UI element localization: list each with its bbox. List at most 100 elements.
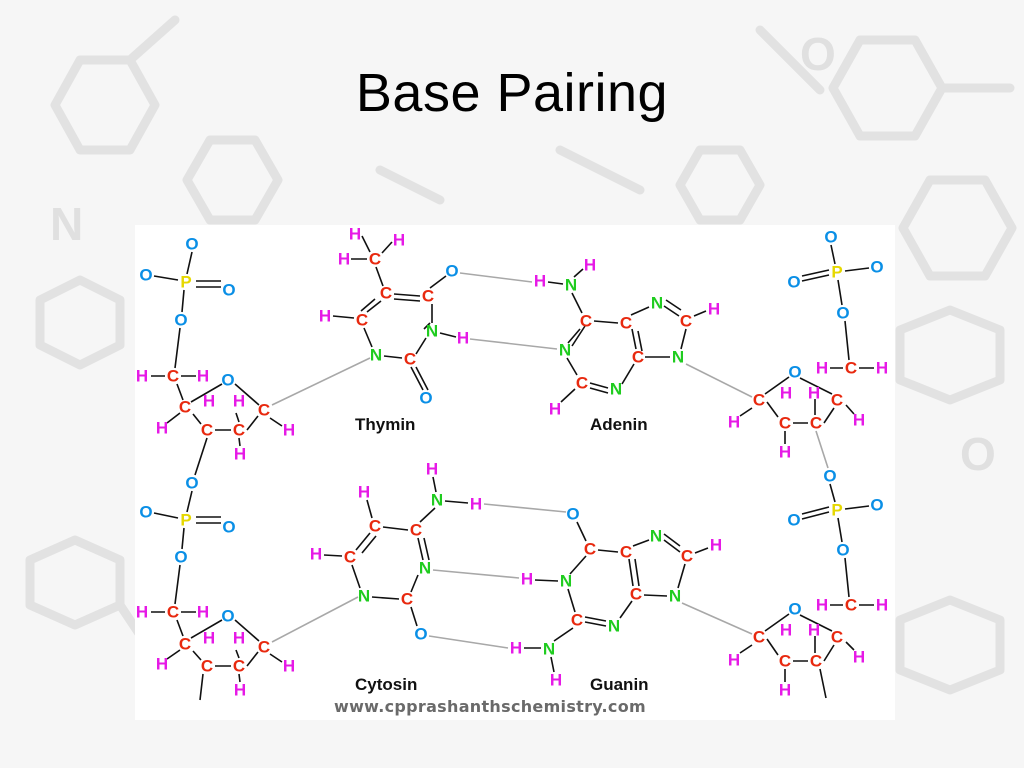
- atom-o: O: [221, 607, 234, 626]
- atom-n: N: [651, 294, 663, 313]
- atom-n: N: [370, 346, 382, 365]
- atom-o: O: [174, 548, 187, 567]
- atom-c: C: [753, 391, 765, 410]
- atom-h: H: [780, 621, 792, 640]
- atom-h: H: [876, 596, 888, 615]
- atom-n: N: [610, 380, 622, 399]
- source-watermark: www.cpprashanthschemistry.com: [334, 697, 646, 716]
- atom-c: C: [179, 398, 191, 417]
- atom-o: O: [185, 235, 198, 254]
- atom-c: C: [233, 421, 245, 440]
- atom-n: N: [669, 587, 681, 606]
- atom-h: H: [358, 483, 370, 502]
- atom-c: C: [580, 312, 592, 331]
- atom-n: N: [419, 559, 431, 578]
- atom-h: H: [876, 359, 888, 378]
- atom-h: H: [510, 639, 522, 658]
- atom-h: H: [197, 367, 209, 386]
- cytosin-label: Cytosin: [355, 675, 417, 694]
- atom-h: H: [780, 384, 792, 403]
- atom-c: C: [810, 652, 822, 671]
- atom-c: C: [810, 414, 822, 433]
- atom-c: C: [410, 521, 422, 540]
- atom-c: C: [404, 350, 416, 369]
- atom-h: H: [779, 681, 791, 700]
- adenin-label: Adenin: [590, 415, 648, 434]
- atom-n: N: [543, 640, 555, 659]
- atom-o: O: [870, 258, 883, 277]
- atom-h: H: [728, 413, 740, 432]
- atom-o: O: [836, 304, 849, 323]
- atom-h: H: [283, 657, 295, 676]
- atom-c: C: [369, 250, 381, 269]
- atom-n: N: [672, 348, 684, 367]
- atom-h: H: [234, 681, 246, 700]
- atom-c: C: [620, 314, 632, 333]
- atom-c: C: [620, 543, 632, 562]
- atom-c: C: [630, 585, 642, 604]
- atom-o: O: [222, 281, 235, 300]
- atom-h: H: [233, 629, 245, 648]
- atom-o: O: [788, 600, 801, 619]
- atom-h: H: [584, 256, 596, 275]
- atom-c: C: [681, 547, 693, 566]
- atom-h: H: [393, 231, 405, 250]
- base-bonds: [323, 235, 709, 673]
- atom-h: H: [197, 603, 209, 622]
- atom-c: C: [380, 284, 392, 303]
- atom-o: O: [836, 541, 849, 560]
- atom-o: O: [419, 389, 432, 408]
- atom-o: O: [185, 474, 198, 493]
- atom-n: N: [560, 572, 572, 591]
- atom-c: C: [167, 603, 179, 622]
- atom-h: H: [779, 443, 791, 462]
- atom-c: C: [258, 401, 270, 420]
- atom-h: H: [816, 359, 828, 378]
- atom-o: O: [414, 625, 427, 644]
- atom-h: H: [808, 384, 820, 403]
- atom-c: C: [344, 548, 356, 567]
- atom-h: H: [549, 400, 561, 419]
- atom-c: C: [779, 652, 791, 671]
- atom-n: N: [565, 276, 577, 295]
- atom-h: H: [808, 621, 820, 640]
- atom-n: N: [426, 322, 438, 341]
- atom-c: C: [576, 374, 588, 393]
- atom-o: O: [174, 311, 187, 330]
- atom-c: C: [831, 391, 843, 410]
- atom-p: P: [831, 263, 842, 282]
- atom-h: H: [233, 392, 245, 411]
- atom-h: H: [708, 300, 720, 319]
- atom-n: N: [559, 341, 571, 360]
- atom-h: H: [550, 671, 562, 690]
- atom-c: C: [369, 517, 381, 536]
- atom-c: C: [845, 596, 857, 615]
- atom-h: H: [156, 419, 168, 438]
- atom-o: O: [824, 228, 837, 247]
- atom-h: H: [816, 596, 828, 615]
- backbone-bonds: [151, 244, 874, 701]
- atom-h: H: [426, 460, 438, 479]
- svg-text:O: O: [800, 28, 836, 80]
- atom-h: H: [319, 307, 331, 326]
- atom-h: H: [349, 225, 361, 244]
- guanin-label: Guanin: [590, 675, 649, 694]
- atom-c: C: [845, 359, 857, 378]
- atom-c: C: [571, 611, 583, 630]
- atom-h: H: [136, 367, 148, 386]
- atom-p: P: [180, 511, 191, 530]
- atom-h: H: [136, 603, 148, 622]
- atom-c: C: [201, 657, 213, 676]
- atom-h: H: [203, 392, 215, 411]
- atom-o: O: [788, 363, 801, 382]
- slide-title: Base Pairing: [355, 63, 669, 123]
- atom-h: H: [310, 545, 322, 564]
- atom-c: C: [258, 638, 270, 657]
- atom-c: C: [167, 367, 179, 386]
- atom-h: H: [457, 329, 469, 348]
- atom-c: C: [356, 311, 368, 330]
- atom-c: C: [680, 312, 692, 331]
- atom-o: O: [139, 266, 152, 285]
